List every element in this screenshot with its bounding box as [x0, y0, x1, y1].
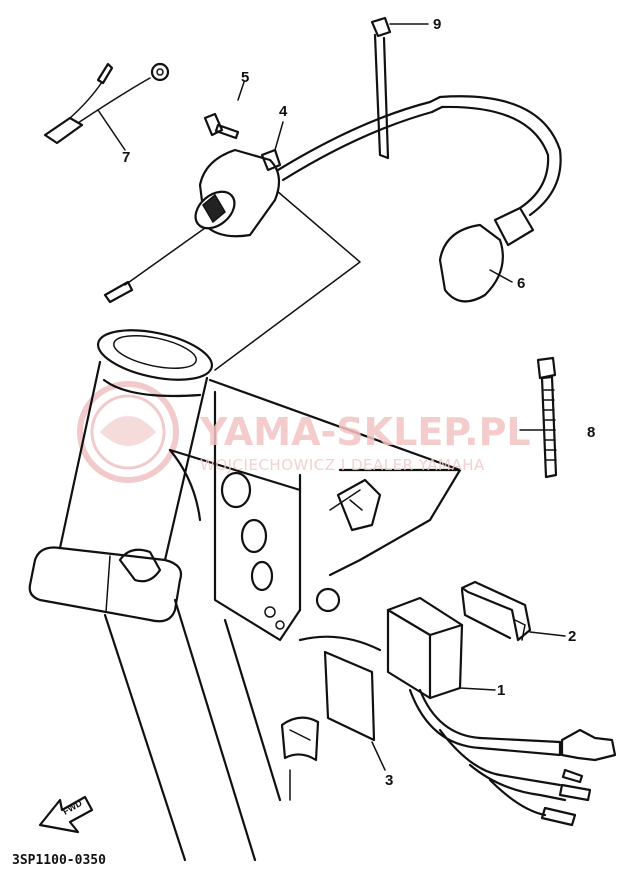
- callout-1: 1: [497, 682, 505, 699]
- part-8-cable-tie: [536, 356, 558, 479]
- part-2-bracket: [460, 580, 566, 642]
- callout-7: 7: [122, 149, 130, 166]
- callout-4: 4: [279, 103, 288, 120]
- part-9-cable-tie: [370, 16, 429, 160]
- callout-6: 6: [517, 275, 525, 292]
- part-6-plug-cap: [276, 95, 562, 303]
- watermark-subtitle: WOJCIECHOWICZ I DEALER YAMAHA: [200, 456, 485, 474]
- callout-5: 5: [241, 69, 249, 86]
- callout-3: 3: [385, 772, 393, 789]
- part-1-cdi-unit: [386, 596, 617, 827]
- part-7-lead-wire: [43, 62, 170, 151]
- frame-structure: [28, 329, 462, 862]
- part-3-pad: [323, 650, 386, 771]
- callout-9: 9: [433, 16, 441, 33]
- part-4-ignition-coil: [103, 121, 284, 304]
- callout-2: 2: [568, 628, 576, 645]
- part-5-bolt: [203, 81, 245, 140]
- watermark-title: YAMA-SKLEP.PL: [199, 410, 531, 454]
- fwd-arrow-icon: FWD: [38, 795, 94, 834]
- callout-8: 8: [587, 424, 595, 441]
- reference-code: 3SP1100-0350: [12, 853, 106, 868]
- watermark-logo-icon: [77, 381, 179, 483]
